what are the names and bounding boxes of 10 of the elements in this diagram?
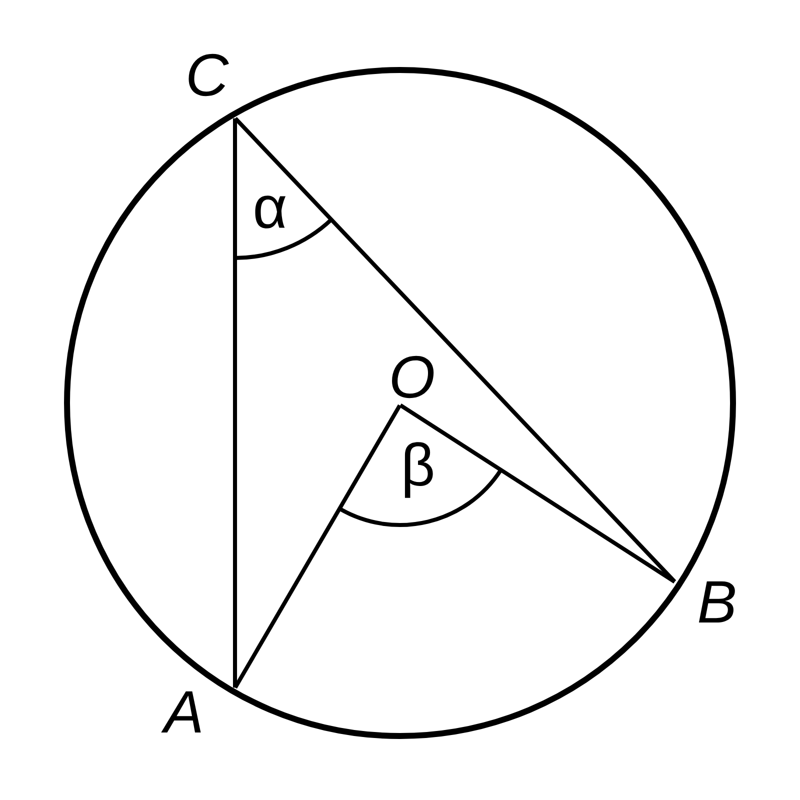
point-label: A: [161, 691, 201, 733]
angle-label: β: [404, 442, 433, 498]
point-label: B: [698, 581, 735, 623]
line-segment: [232, 118, 238, 688]
point-label: O: [392, 356, 434, 398]
line-segment: [233, 404, 402, 689]
line-segment: [234, 116, 676, 584]
angle-label: α: [255, 196, 286, 228]
line-segment: [399, 404, 676, 584]
point-label: C: [188, 54, 229, 96]
